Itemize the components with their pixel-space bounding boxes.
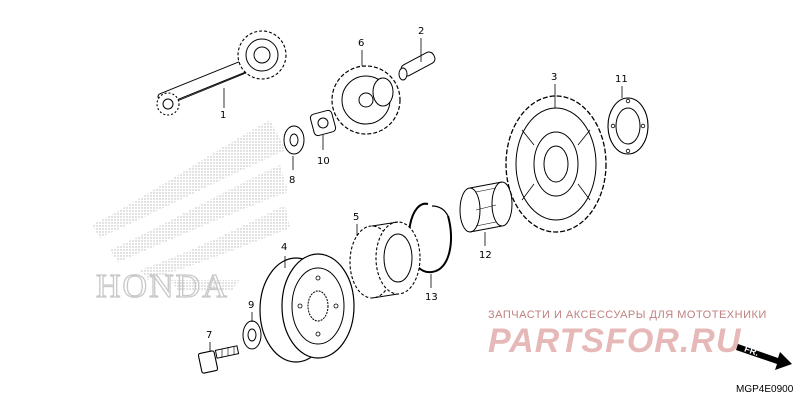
callout-7: 7: [206, 330, 212, 341]
part-7-bolt: [197, 345, 240, 374]
part-3-starter-driven-gear: [505, 95, 607, 233]
part-12-needle-bearing: [459, 181, 513, 233]
callout-11: 11: [615, 74, 628, 85]
part-8-washer: [283, 125, 305, 155]
callout-1: 1: [220, 110, 226, 121]
part-2-shaft-pin: [398, 51, 436, 81]
callout-5: 5: [353, 212, 359, 223]
part-6-gear: [331, 65, 401, 135]
front-direction-arrow: FR.: [736, 344, 792, 370]
site-logo: PARTSFOR.RU: [488, 322, 742, 360]
part-4-starter-clutch-outer: [259, 253, 355, 363]
site-caption: ЗАПЧАСТИ И АКСЕССУАРЫ ДЛЯ МОТОТЕХНИКИ: [488, 309, 767, 321]
callout-8: 8: [289, 175, 295, 186]
part-9-washer: [242, 320, 262, 350]
part-10-lock-washer: [309, 109, 337, 137]
callout-9: 9: [248, 300, 254, 311]
callout-6: 6: [358, 38, 364, 49]
part-5-one-way-clutch: [349, 221, 421, 299]
callout-12: 12: [479, 250, 492, 261]
diagram-code: MGP4E0900: [736, 384, 794, 395]
part-11-thrust-washer: [607, 97, 649, 155]
callout-3: 3: [551, 72, 557, 83]
honda-wordmark: HONDA: [96, 268, 229, 305]
front-label: FR.: [743, 344, 760, 358]
callout-13: 13: [425, 292, 438, 303]
callout-2: 2: [418, 26, 424, 37]
leader-lines: [209, 38, 623, 352]
callout-10: 10: [317, 156, 330, 167]
part-1-idle-shaft: [156, 30, 287, 116]
callout-4: 4: [281, 242, 287, 253]
honda-wing-logo: [92, 120, 290, 290]
